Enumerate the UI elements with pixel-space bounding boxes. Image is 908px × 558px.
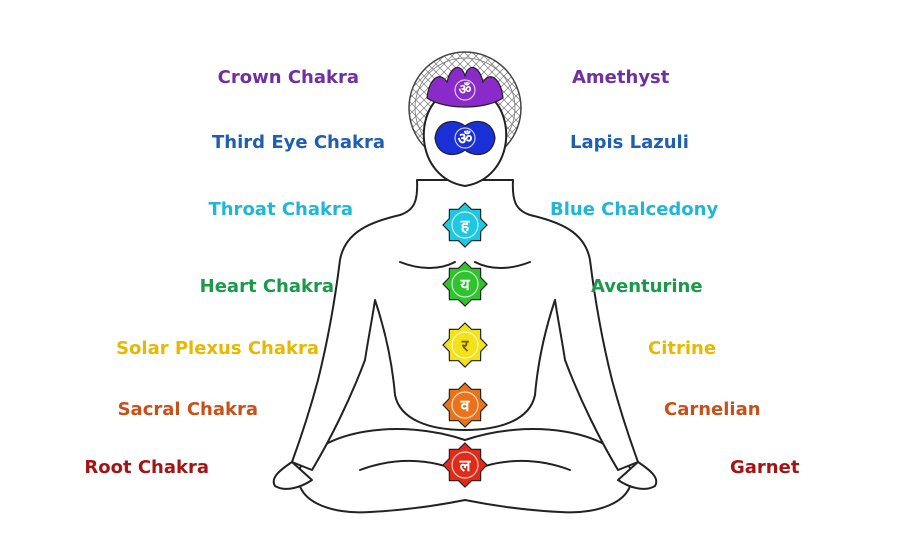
- chakra-bija-glyph: ल: [459, 456, 472, 475]
- chakra-bija-glyph: ह: [460, 216, 471, 235]
- chakra-name-label: Heart Chakra: [199, 276, 334, 297]
- stone-name-label: Citrine: [648, 338, 717, 359]
- chakra-symbol: ल: [442, 442, 488, 488]
- stone-name-label: Amethyst: [572, 67, 670, 88]
- chakra-bija-glyph: र: [461, 336, 470, 355]
- chakra-name-label: Throat Chakra: [208, 199, 353, 220]
- chakra-symbol: र: [442, 322, 488, 368]
- chakra-bija-glyph: ॐ: [458, 129, 473, 148]
- chakra-symbol: य: [442, 261, 488, 307]
- chakra-name-label: Third Eye Chakra: [212, 132, 385, 153]
- chakra-name-label: Root Chakra: [84, 457, 209, 478]
- stone-name-label: Aventurine: [591, 276, 703, 297]
- chakra-name-label: Sacral Chakra: [117, 399, 258, 420]
- stone-name-label: Garnet: [730, 457, 800, 478]
- stone-name-label: Carnelian: [664, 399, 761, 420]
- chakra-symbols: ॐ ॐ ह य र व ल: [426, 66, 504, 488]
- chakra-symbol: व: [442, 382, 488, 428]
- chakra-name-label: Solar Plexus Chakra: [116, 338, 319, 359]
- chakra-symbol: ॐ: [434, 120, 496, 156]
- stone-name-label: Blue Chalcedony: [550, 199, 719, 220]
- chakra-name-label: Crown Chakra: [217, 67, 359, 88]
- chakra-bija-glyph: य: [459, 275, 470, 294]
- chakra-symbol: ॐ: [426, 66, 504, 108]
- stone-name-label: Lapis Lazuli: [570, 132, 689, 153]
- chakra-bija-glyph: ॐ: [459, 81, 472, 98]
- chakra-symbol: ह: [442, 202, 488, 248]
- chakra-bija-glyph: व: [460, 396, 471, 415]
